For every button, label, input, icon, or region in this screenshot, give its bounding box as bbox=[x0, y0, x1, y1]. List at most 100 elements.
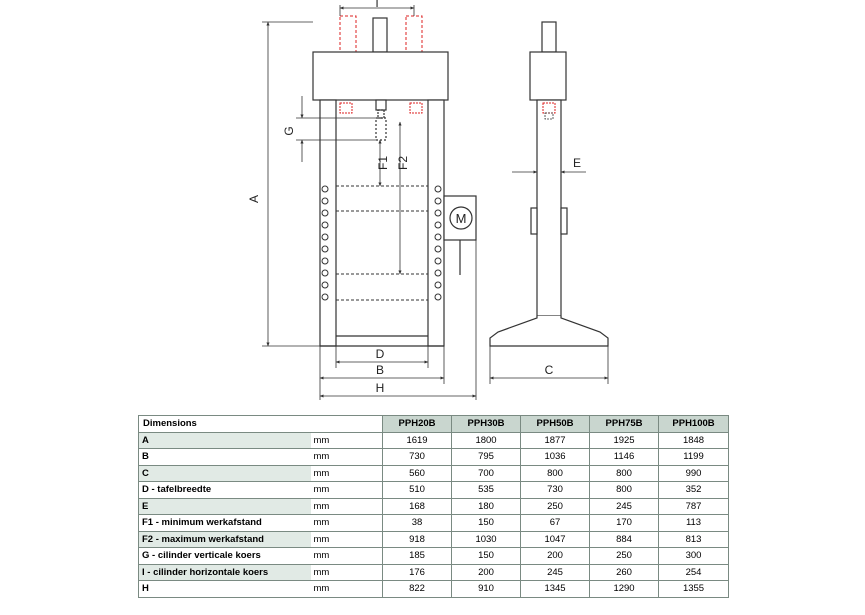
press-head bbox=[312, 51, 449, 101]
row-unit: mm bbox=[310, 514, 384, 532]
row-label: F1 - minimum werkafstand bbox=[138, 514, 311, 532]
dim-label-G: G bbox=[282, 126, 296, 135]
row-label: E bbox=[138, 497, 311, 515]
row-value: 800 bbox=[589, 481, 660, 499]
column-holes bbox=[321, 185, 442, 301]
row-unit: mm bbox=[310, 530, 384, 548]
row-value: 250 bbox=[589, 547, 660, 565]
model-header: PPH20B bbox=[382, 415, 453, 433]
row-label: I - cilinder horizontale koers bbox=[138, 563, 311, 581]
row-value: 245 bbox=[520, 563, 591, 581]
dim-label-B: B bbox=[376, 363, 384, 377]
row-value: 1290 bbox=[589, 580, 660, 598]
row-label: D - tafelbreedte bbox=[138, 481, 311, 499]
row-value: 185 bbox=[382, 547, 453, 565]
motor-label: M bbox=[456, 211, 467, 226]
row-value: 176 bbox=[382, 563, 453, 581]
row-value: 1877 bbox=[520, 431, 591, 449]
top-piston-rod bbox=[372, 17, 388, 53]
row-value: 918 bbox=[382, 530, 453, 548]
row-label: F2 - maximum werkafstand bbox=[138, 530, 311, 548]
row-value: 795 bbox=[451, 448, 522, 466]
row-value: 200 bbox=[451, 563, 522, 581]
row-unit: mm bbox=[310, 448, 384, 466]
model-header: PPH75B bbox=[589, 415, 660, 433]
side-column bbox=[536, 99, 562, 317]
row-value: 260 bbox=[589, 563, 660, 581]
dim-label-F1: F1 bbox=[376, 156, 390, 170]
side-dimensions bbox=[489, 165, 609, 384]
row-value: 250 bbox=[520, 497, 591, 515]
side-view bbox=[489, 21, 609, 347]
row-label: A bbox=[138, 431, 311, 449]
dimensions-table: Dimensions PPH20B PPH30B PPH50B PPH75B P… bbox=[137, 415, 730, 598]
row-value: 990 bbox=[658, 464, 730, 482]
row-label: H bbox=[138, 580, 311, 598]
row-label: C bbox=[138, 464, 311, 482]
row-unit: mm bbox=[310, 547, 384, 565]
model-header: PPH30B bbox=[451, 415, 522, 433]
row-value: 510 bbox=[382, 481, 453, 499]
dim-label-H: H bbox=[376, 381, 385, 395]
row-value: 1030 bbox=[451, 530, 522, 548]
side-base bbox=[489, 316, 609, 347]
row-value: 1800 bbox=[451, 431, 522, 449]
ram bbox=[375, 99, 387, 111]
row-value: 1345 bbox=[520, 580, 591, 598]
row-value: 1619 bbox=[382, 431, 453, 449]
row-label: G - cilinder verticale koers bbox=[138, 547, 311, 565]
motor-symbol bbox=[449, 206, 473, 230]
row-unit: mm bbox=[310, 431, 384, 449]
row-value: 180 bbox=[451, 497, 522, 515]
row-value: 1355 bbox=[658, 580, 730, 598]
row-value: 800 bbox=[589, 464, 660, 482]
row-value: 245 bbox=[589, 497, 660, 515]
row-value: 1925 bbox=[589, 431, 660, 449]
row-value: 150 bbox=[451, 547, 522, 565]
row-unit: mm bbox=[310, 563, 384, 581]
row-unit: mm bbox=[310, 464, 384, 482]
row-value: 787 bbox=[658, 497, 730, 515]
row-value: 560 bbox=[382, 464, 453, 482]
row-value: 67 bbox=[520, 514, 591, 532]
row-unit: mm bbox=[310, 481, 384, 499]
row-value: 813 bbox=[658, 530, 730, 548]
dim-label-D: D bbox=[376, 347, 385, 361]
row-value: 700 bbox=[451, 464, 522, 482]
row-value: 535 bbox=[451, 481, 522, 499]
front-dimensions bbox=[262, 5, 477, 400]
row-value: 168 bbox=[382, 497, 453, 515]
model-header: PPH100B bbox=[658, 415, 730, 433]
row-value: 800 bbox=[520, 464, 591, 482]
front-view bbox=[312, 15, 477, 347]
row-value: 254 bbox=[658, 563, 730, 581]
row-unit: mm bbox=[310, 497, 384, 515]
row-value: 1047 bbox=[520, 530, 591, 548]
row-value: 730 bbox=[382, 448, 453, 466]
row-value: 884 bbox=[589, 530, 660, 548]
row-unit: mm bbox=[310, 580, 384, 598]
table-header-label: Dimensions bbox=[137, 415, 384, 433]
row-value: 38 bbox=[382, 514, 453, 532]
row-value: 200 bbox=[520, 547, 591, 565]
row-value: 1848 bbox=[658, 431, 730, 449]
row-value: 150 bbox=[451, 514, 522, 532]
side-head bbox=[529, 51, 567, 101]
row-value: 300 bbox=[658, 547, 730, 565]
row-value: 352 bbox=[658, 481, 730, 499]
dim-label-C: C bbox=[545, 363, 554, 377]
row-value: 170 bbox=[589, 514, 660, 532]
row-value: 910 bbox=[451, 580, 522, 598]
dim-label-A: A bbox=[247, 195, 261, 203]
row-label: B bbox=[138, 448, 311, 466]
dim-label-F2: F2 bbox=[396, 156, 410, 170]
